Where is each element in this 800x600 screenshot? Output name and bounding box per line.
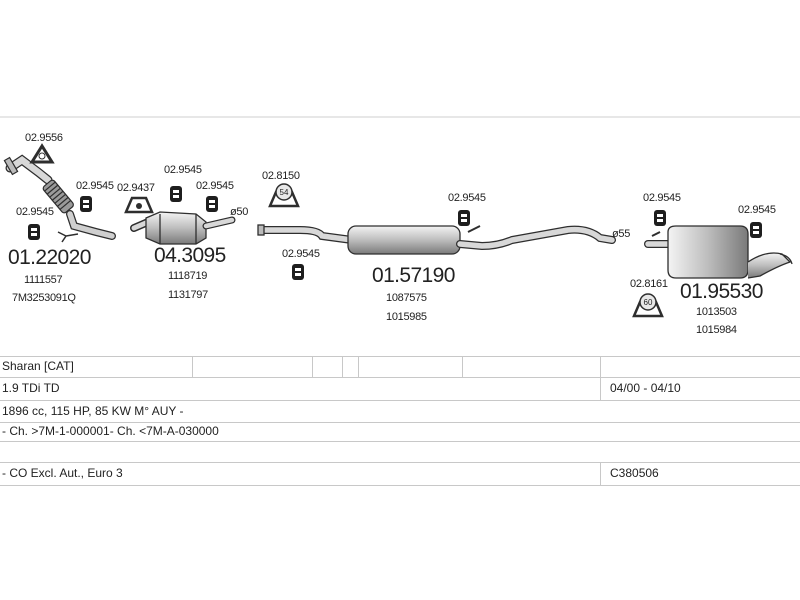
hanger-02-9545-d-shape: [206, 196, 218, 212]
table-divider: [192, 356, 193, 377]
table-line: [0, 377, 800, 378]
clamp-54-badge: 54: [280, 188, 289, 197]
hanger-02-9545-g-shape: [654, 210, 666, 226]
oem-1015985: 1015985: [386, 311, 427, 323]
diameter-50: ø50: [230, 206, 249, 218]
label-02-9545-h: 02.9545: [738, 204, 776, 216]
part-number-04-3095: 04.3095: [154, 244, 226, 267]
label-02-9545-d: 02.9545: [196, 180, 234, 192]
table-divider: [312, 356, 313, 377]
front-pipe-shape: [3, 154, 116, 243]
table-line: [0, 485, 800, 486]
hanger-02-9545-h-shape: [750, 222, 762, 238]
table-line: [0, 422, 800, 423]
oem-1015984: 1015984: [696, 324, 737, 336]
hanger-02-9545-a-shape: [28, 224, 40, 240]
table-divider: [600, 356, 601, 400]
vehicle-notes: - CO Excl. Aut., Euro 3: [2, 466, 123, 480]
clamp-02-9437-shape: [124, 196, 154, 214]
part-number-01-22020: 01.22020: [8, 246, 91, 269]
label-02-9556: 02.9556: [25, 132, 63, 144]
table-divider: [600, 462, 601, 485]
oem-1118719: 1118719: [168, 270, 208, 282]
table-divider: [358, 356, 359, 377]
middle-silencer-shape: [257, 224, 616, 255]
hanger-02-9545-f-shape: [458, 210, 470, 226]
label-02-8161: 02.8161: [630, 278, 668, 290]
diameter-55: ø55: [612, 228, 631, 240]
catalog-code: C380506: [610, 466, 659, 480]
hanger-02-9545-e-shape: [292, 264, 304, 280]
rear-silencer-shape: [644, 225, 793, 279]
table-line: [0, 356, 800, 357]
label-02-9437: 02.9437: [117, 182, 155, 194]
table-divider: [342, 356, 343, 377]
vehicle-model: Sharan [CAT]: [2, 359, 74, 373]
oem-1087575: 1087575: [386, 292, 427, 304]
clamp-02-8150-shape: [268, 183, 300, 208]
oem-1131797: 1131797: [168, 289, 208, 301]
part-number-01-57190: 01.57190: [372, 264, 455, 287]
vehicle-years: 04/00 - 04/10: [610, 381, 681, 395]
label-02-9545-g: 02.9545: [643, 192, 681, 204]
oem-1111557: 1111557: [24, 274, 63, 286]
oem-1013503: 1013503: [696, 306, 737, 318]
label-02-9545-a: 02.9545: [16, 206, 54, 218]
clamp-60-badge: 60: [644, 298, 653, 307]
hanger-02-9545-c-shape: [170, 186, 182, 202]
part-number-01-95530: 01.95530: [680, 280, 763, 303]
label-02-9545-e: 02.9545: [282, 248, 320, 260]
label-02-9545-b: 02.9545: [76, 180, 114, 192]
vehicle-chassis-range: - Ch. >7M-1-000001- Ch. <7M-A-030000: [2, 424, 219, 438]
gasket-02-9556-shape: [29, 143, 55, 164]
label-02-8150: 02.8150: [262, 170, 300, 182]
table-line: [0, 462, 800, 463]
vehicle-specs: 1896 cc, 115 HP, 85 KW M° AUY -: [2, 404, 184, 418]
hanger-02-9545-b-shape: [80, 196, 92, 212]
oem-7M3253091Q: 7M3253091Q: [12, 292, 76, 304]
catalytic-converter-shape: [130, 211, 236, 245]
clamp-02-8161-shape: [632, 293, 664, 318]
vehicle-engine: 1.9 TDi TD: [2, 381, 60, 395]
table-line: [0, 441, 800, 442]
table-line: [0, 400, 800, 401]
label-02-9545-c: 02.9545: [164, 164, 202, 176]
table-divider: [462, 356, 463, 377]
label-02-9545-f: 02.9545: [448, 192, 486, 204]
